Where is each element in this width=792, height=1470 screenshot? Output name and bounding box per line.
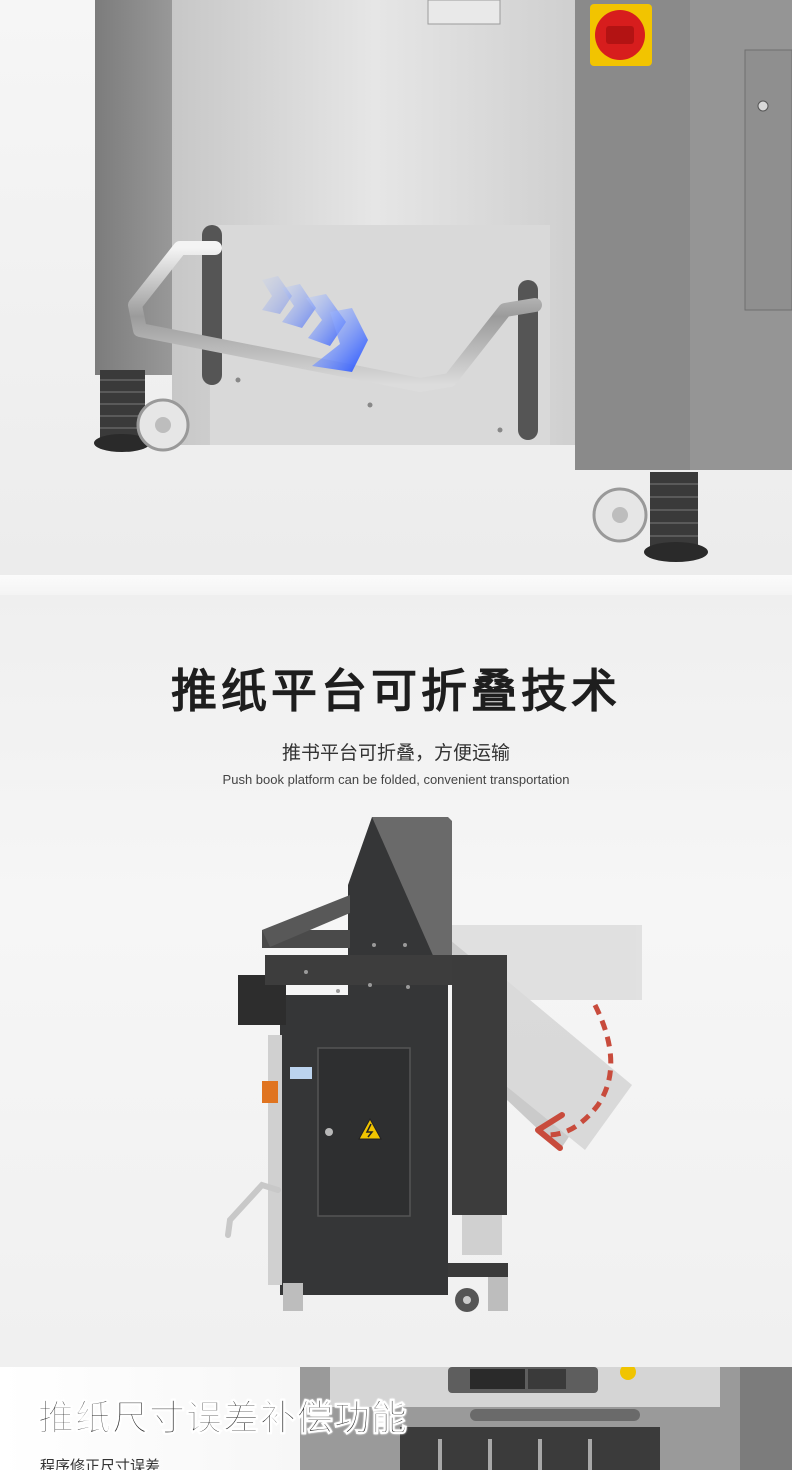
section-subtitle-cn: 程序修正尺寸误差 (40, 1457, 161, 1470)
high-voltage-warning-icon (358, 1117, 382, 1140)
size-compensation-section: 推纸尺寸误差补偿功能 程序修正尺寸误差 (0, 1367, 792, 1470)
section-subtitle-cn: 推书平台可折叠，方便运输 (281, 742, 510, 764)
machine-base-section (0, 0, 792, 575)
control-panel-illustration (300, 1367, 792, 1470)
folding-machine-illustration (225, 817, 642, 1312)
section-subtitle-en: Push book platform can be folded, conven… (222, 772, 570, 787)
section-divider (0, 575, 792, 595)
handle (128, 241, 542, 392)
machine-base-illustration (94, 0, 792, 562)
section-title: 推纸尺寸误差补偿功能 (37, 1398, 409, 1440)
section-title: 推纸平台可折叠技术 (171, 664, 621, 718)
fold-arrow-head-icon (535, 1112, 565, 1151)
folding-platform-section: 推纸平台可折叠技术 推书平台可折叠，方便运输 Push book platfor… (0, 595, 792, 1367)
front-handle (225, 1181, 281, 1238)
chevron-arrow-icon (262, 276, 368, 372)
red-emergency-switch-icon (590, 4, 652, 66)
